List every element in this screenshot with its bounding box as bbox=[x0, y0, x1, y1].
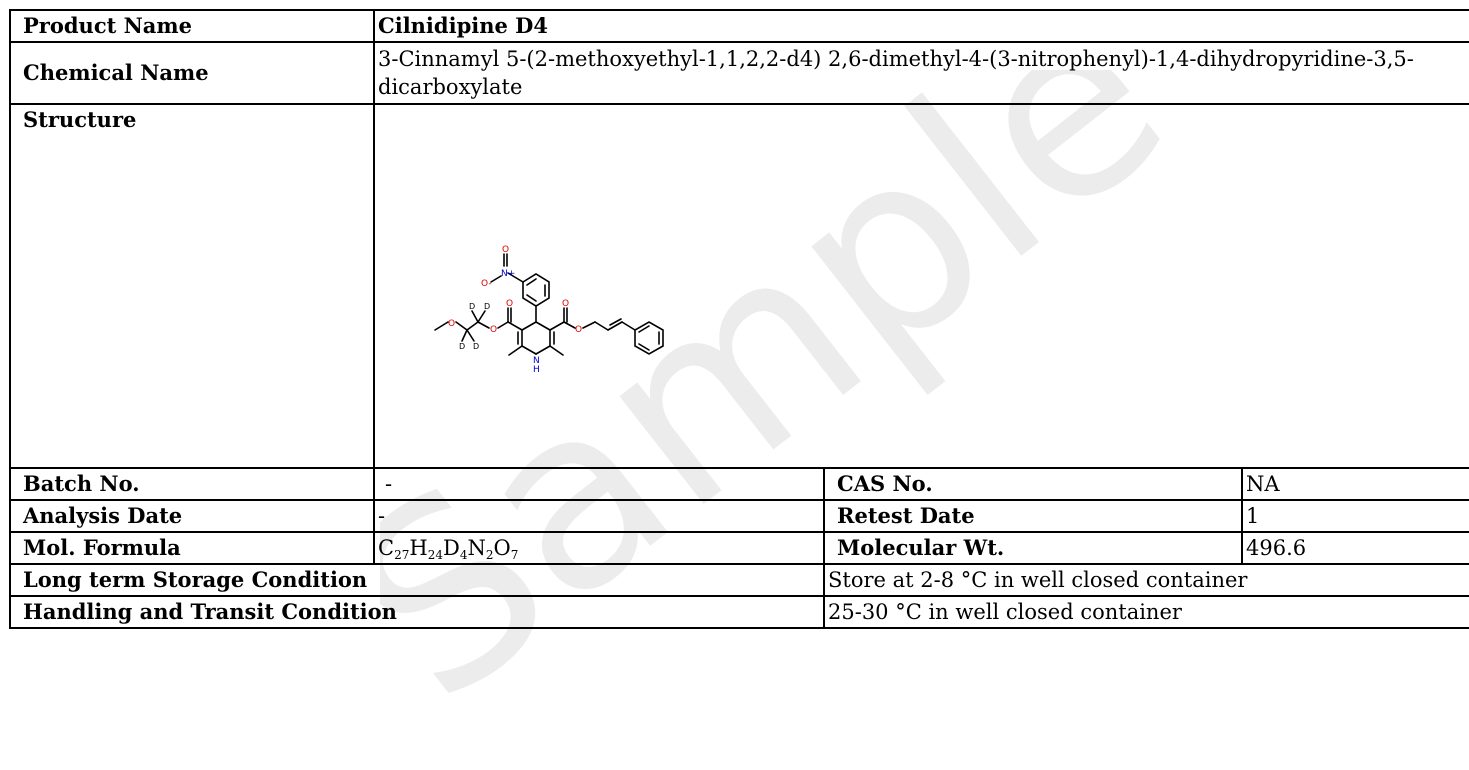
cas-no-label: CAS No. bbox=[823, 467, 1243, 501]
left-ester-oxygen: O bbox=[490, 325, 497, 335]
structure-cell: O N+ O- O O O O O D D D D N H bbox=[372, 103, 1469, 469]
formula-el-2: H bbox=[409, 536, 428, 560]
coa-sheet: Sample COA Product Name Cilnidipine D4 C… bbox=[9, 9, 1469, 756]
methoxy-oxygen: O bbox=[448, 319, 455, 329]
retest-date-value: 1 bbox=[1240, 499, 1469, 533]
formula-n-5: 7 bbox=[510, 548, 519, 562]
right-ester-oxygen: O bbox=[575, 325, 582, 335]
product-name-value: Cilnidipine D4 bbox=[372, 9, 1469, 43]
batch-no-label: Batch No. bbox=[9, 467, 375, 501]
structure-label: Structure bbox=[9, 103, 375, 469]
formula-el-1: C bbox=[378, 536, 395, 560]
storage-row: Long term Storage Condition Store at 2-8… bbox=[9, 563, 1469, 597]
deuterium-1: D bbox=[469, 302, 475, 311]
molecular-wt-label: Molecular Wt. bbox=[823, 531, 1243, 565]
ring-hydrogen: H bbox=[533, 365, 540, 375]
batch-no-value: - bbox=[373, 467, 825, 501]
deuterium-3: D bbox=[459, 342, 465, 351]
nitro-nitrogen: N+ bbox=[501, 269, 515, 279]
deuterium-4: D bbox=[473, 342, 479, 351]
nitro-oxygen-minus: O- bbox=[481, 279, 492, 289]
retest-date-label: Retest Date bbox=[823, 499, 1243, 533]
handling-condition-label: Handling and Transit Condition bbox=[9, 595, 825, 629]
chemical-name-value: 3-Cinnamyl 5-(2-methoxyethyl-1,1,2,2-d4)… bbox=[372, 41, 1469, 105]
analysis-date-label: Analysis Date bbox=[9, 499, 375, 533]
nitro-oxygen-top: O bbox=[502, 245, 509, 255]
analysis-row: Analysis Date - Retest Date 1 bbox=[9, 499, 1469, 533]
deuterium-2: D bbox=[484, 302, 490, 311]
analysis-date-value: - bbox=[373, 499, 825, 533]
formula-n-1: 27 bbox=[394, 548, 410, 562]
formula-el-4: N bbox=[467, 536, 486, 560]
handling-condition-value: 25-30 °C in well closed container bbox=[822, 595, 1469, 629]
formula-n-2: 24 bbox=[427, 548, 443, 562]
formula-n-4: 2 bbox=[485, 548, 494, 562]
mol-formula-label: Mol. Formula bbox=[9, 531, 375, 565]
structure-row: Structure bbox=[9, 103, 1469, 469]
chemical-name-label: Chemical Name bbox=[9, 41, 375, 105]
chemical-name-row: Chemical Name 3-Cinnamyl 5-(2-methoxyeth… bbox=[9, 41, 1469, 105]
storage-condition-value: Store at 2-8 °C in well closed container bbox=[822, 563, 1469, 597]
coa-table: Product Name Cilnidipine D4 Chemical Nam… bbox=[9, 9, 1469, 629]
batch-row: Batch No. - CAS No. NA bbox=[9, 467, 1469, 501]
chemical-structure-image: O N+ O- O O O O O D D D D N H bbox=[434, 245, 664, 375]
formula-n-3: 4 bbox=[459, 548, 468, 562]
product-name-row: Product Name Cilnidipine D4 bbox=[9, 9, 1469, 43]
storage-condition-label: Long term Storage Condition bbox=[9, 563, 825, 597]
left-carbonyl-oxygen: O bbox=[506, 299, 513, 309]
molecular-wt-value: 496.6 bbox=[1240, 531, 1469, 565]
formula-el-3: D bbox=[442, 536, 460, 560]
product-name-label: Product Name bbox=[9, 9, 375, 43]
cas-no-value: NA bbox=[1240, 467, 1469, 501]
ring-nitrogen: N bbox=[533, 356, 540, 366]
mol-formula-value: C27H24D4N2O7 bbox=[373, 531, 825, 565]
formula-el-5: O bbox=[493, 536, 511, 560]
handling-row: Handling and Transit Condition 25-30 °C … bbox=[9, 595, 1469, 629]
right-carbonyl-oxygen: O bbox=[562, 299, 569, 309]
formula-row: Mol. Formula C27H24D4N2O7 Molecular Wt. … bbox=[9, 531, 1469, 565]
